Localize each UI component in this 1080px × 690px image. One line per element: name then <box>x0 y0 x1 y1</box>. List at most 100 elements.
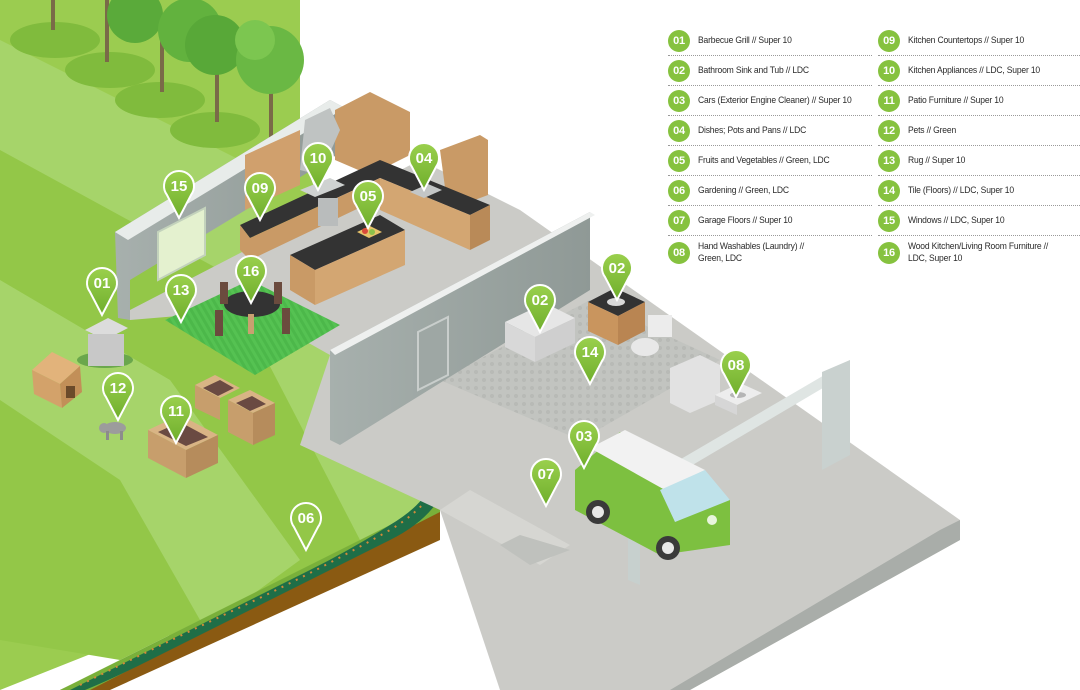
legend-number-badge: 04 <box>668 119 690 142</box>
pin-07-garage-floor[interactable]: 07 <box>530 458 562 509</box>
map-pin-icon <box>601 252 633 303</box>
barbecue-grill <box>77 318 133 368</box>
doghouse <box>32 352 82 408</box>
legend-item: 04 Dishes; Pots and Pans // LDC <box>668 116 872 146</box>
pin-number: 07 <box>538 466 555 483</box>
dog <box>99 422 126 440</box>
legend-number-badge: 07 <box>668 209 690 232</box>
pin-number: 11 <box>168 403 184 420</box>
map-pin-icon <box>568 420 600 471</box>
pin-number: 02 <box>532 292 549 309</box>
legend-label-line1: Hand Washables (Laundry) // <box>698 241 805 252</box>
pin-number: 14 <box>582 344 599 361</box>
map-pin-icon <box>163 170 195 221</box>
pin-number: 01 <box>94 275 111 292</box>
pin-16-dining-table[interactable]: 16 <box>235 255 267 306</box>
map-pin-icon <box>102 372 134 423</box>
dining-area <box>165 280 340 375</box>
trees <box>10 0 304 148</box>
pin-number: 16 <box>243 263 260 280</box>
legend-label: Rug // Super 10 <box>908 154 966 166</box>
pin-04-kitchen-sink[interactable]: 04 <box>408 142 440 193</box>
legend-label-line1: Wood Kitchen/Living Room Furniture // <box>908 241 1049 252</box>
legend-number-badge: 15 <box>878 209 900 232</box>
legend-number-badge: 14 <box>878 179 900 202</box>
pin-03-van[interactable]: 03 <box>568 420 600 471</box>
kitchen-sink <box>410 184 442 198</box>
pin-13-rug[interactable]: 13 <box>165 274 197 325</box>
pin-15-window[interactable]: 15 <box>163 170 195 221</box>
pin-number: 15 <box>171 178 188 195</box>
pin-number: 03 <box>576 428 593 445</box>
map-pin-icon <box>86 267 118 318</box>
legend-number-badge: 11 <box>878 89 900 112</box>
map-pin-icon <box>408 142 440 193</box>
legend-label: Garage Floors // Super 10 <box>698 214 793 226</box>
pin-number: 12 <box>110 380 127 397</box>
pin-12-dog[interactable]: 12 <box>102 372 134 423</box>
legend-label: Patio Furniture // Super 10 <box>908 94 1004 106</box>
legend-number-badge: 01 <box>668 29 690 52</box>
map-pin-icon <box>244 172 276 223</box>
stove <box>300 178 345 197</box>
pin-01-barbecue-grill[interactable]: 01 <box>86 267 118 318</box>
map-pin-icon <box>235 255 267 306</box>
kitchen-island <box>290 215 405 270</box>
dining-table <box>224 291 280 317</box>
pin-11-patio-sofa[interactable]: 11 <box>160 395 192 446</box>
legend-number-badge: 13 <box>878 149 900 172</box>
window <box>157 206 206 282</box>
pin-14-tile-floor[interactable]: 14 <box>574 336 606 387</box>
legend-item: 11 Patio Furniture // Super 10 <box>878 86 1080 116</box>
legend-label: Barbecue Grill // Super 10 <box>698 34 792 46</box>
pin-number: 09 <box>252 180 269 197</box>
bathroom-sink <box>607 298 625 306</box>
legend-item: 15 Windows // LDC, Super 10 <box>878 206 1080 236</box>
pin-05-fruit-tray[interactable]: 05 <box>352 180 384 231</box>
legend-number-badge: 09 <box>878 29 900 52</box>
map-pin-icon <box>574 336 606 387</box>
legend-label: Windows // LDC, Super 10 <box>908 214 1005 226</box>
pin-number: 13 <box>173 282 190 299</box>
legend-number-badge: 16 <box>878 242 900 264</box>
legend-label: Dishes; Pots and Pans // LDC <box>698 124 807 136</box>
doorway <box>417 315 449 392</box>
pin-09-countertop[interactable]: 09 <box>244 172 276 223</box>
pin-number: 04 <box>416 150 433 167</box>
legend-number-badge: 10 <box>878 59 900 82</box>
map-pin-icon <box>302 142 334 193</box>
legend-item: 05 Fruits and Vegetables // Green, LDC <box>668 146 872 176</box>
pin-06-hedge[interactable]: 06 <box>290 502 322 553</box>
map-pin-icon <box>165 274 197 325</box>
pin-02-bathtub[interactable]: 02 <box>524 284 556 335</box>
pin-10-stove[interactable]: 10 <box>302 142 334 193</box>
pin-08-laundry-sink[interactable]: 08 <box>720 349 752 400</box>
patio-armchairs <box>195 375 275 445</box>
partition-wall <box>330 212 595 445</box>
legend-item: 07 Garage Floors // Super 10 <box>668 206 872 236</box>
legend-item: 01 Barbecue Grill // Super 10 <box>668 26 872 56</box>
toilet <box>648 315 672 337</box>
legend-label: Wood Kitchen/Living Room Furniture //LDC… <box>908 241 1048 265</box>
legend-number-badge: 12 <box>878 119 900 142</box>
yard-items <box>32 318 275 478</box>
legend-label-line2: Green, LDC <box>698 253 742 264</box>
pin-number: 08 <box>728 357 745 374</box>
map-pin-icon <box>352 180 384 231</box>
pin-number: 05 <box>360 188 377 205</box>
legend-item: 02 Bathroom Sink and Tub // LDC <box>668 56 872 86</box>
location-pins: 01 02 02 03 04 05 06 07 08 09 10 11 12 13 14 15 16 <box>86 142 752 553</box>
pin-02-bathroom-sink[interactable]: 02 <box>601 252 633 303</box>
legend-column-1: 01 Barbecue Grill // Super 10 02 Bathroom … <box>668 26 872 270</box>
legend-number-badge: 05 <box>668 149 690 172</box>
legend-label: Fruits and Vegetables // Green, LDC <box>698 154 830 166</box>
legend-label: Bathroom Sink and Tub // LDC <box>698 64 809 76</box>
legend-number-badge: 02 <box>668 59 690 82</box>
